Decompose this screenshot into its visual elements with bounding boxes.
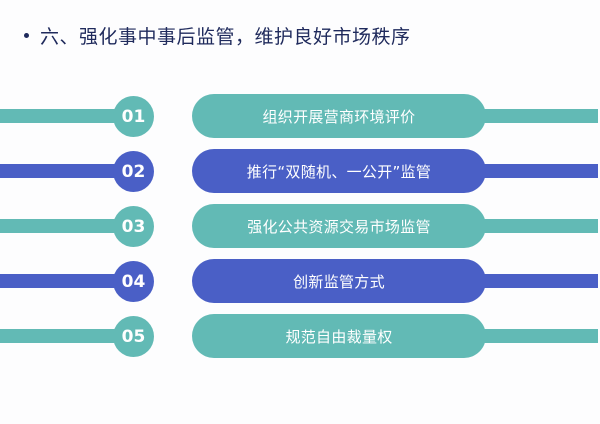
number-badge: 04 [113, 261, 154, 302]
number-badge: 03 [113, 206, 154, 247]
item-label-pill: 规范自由裁量权 [192, 314, 486, 358]
slide-title: 六、强化事中事后监管，维护良好市场秩序 [24, 22, 411, 49]
list-item-05: 05 规范自由裁量权 [0, 314, 600, 358]
connector-bar-left [0, 164, 125, 178]
connector-bar-right [470, 109, 598, 123]
connector-bar-left [0, 274, 125, 288]
item-label-pill: 创新监管方式 [192, 259, 486, 303]
number-badge: 01 [113, 96, 154, 137]
list-item-04: 04 创新监管方式 [0, 259, 600, 303]
connector-bar-left [0, 329, 125, 343]
number-badge: 05 [113, 316, 154, 357]
slide-title-text: 六、强化事中事后监管，维护良好市场秩序 [40, 26, 411, 48]
connector-bar-right [470, 164, 598, 178]
connector-bar-right [470, 219, 598, 233]
item-label-pill: 推行“双随机、一公开”监管 [192, 149, 486, 193]
list-item-03: 03 强化公共资源交易市场监管 [0, 204, 600, 248]
connector-bar-left [0, 219, 125, 233]
list-item-01: 01 组织开展营商环境评价 [0, 94, 600, 138]
item-label-pill: 强化公共资源交易市场监管 [192, 204, 486, 248]
connector-bar-right [470, 329, 598, 343]
item-label-pill: 组织开展营商环境评价 [192, 94, 486, 138]
number-badge: 02 [113, 151, 154, 192]
bullet-icon [24, 33, 29, 38]
connector-bar-right [470, 274, 598, 288]
list-item-02: 02 推行“双随机、一公开”监管 [0, 149, 600, 193]
connector-bar-left [0, 109, 125, 123]
